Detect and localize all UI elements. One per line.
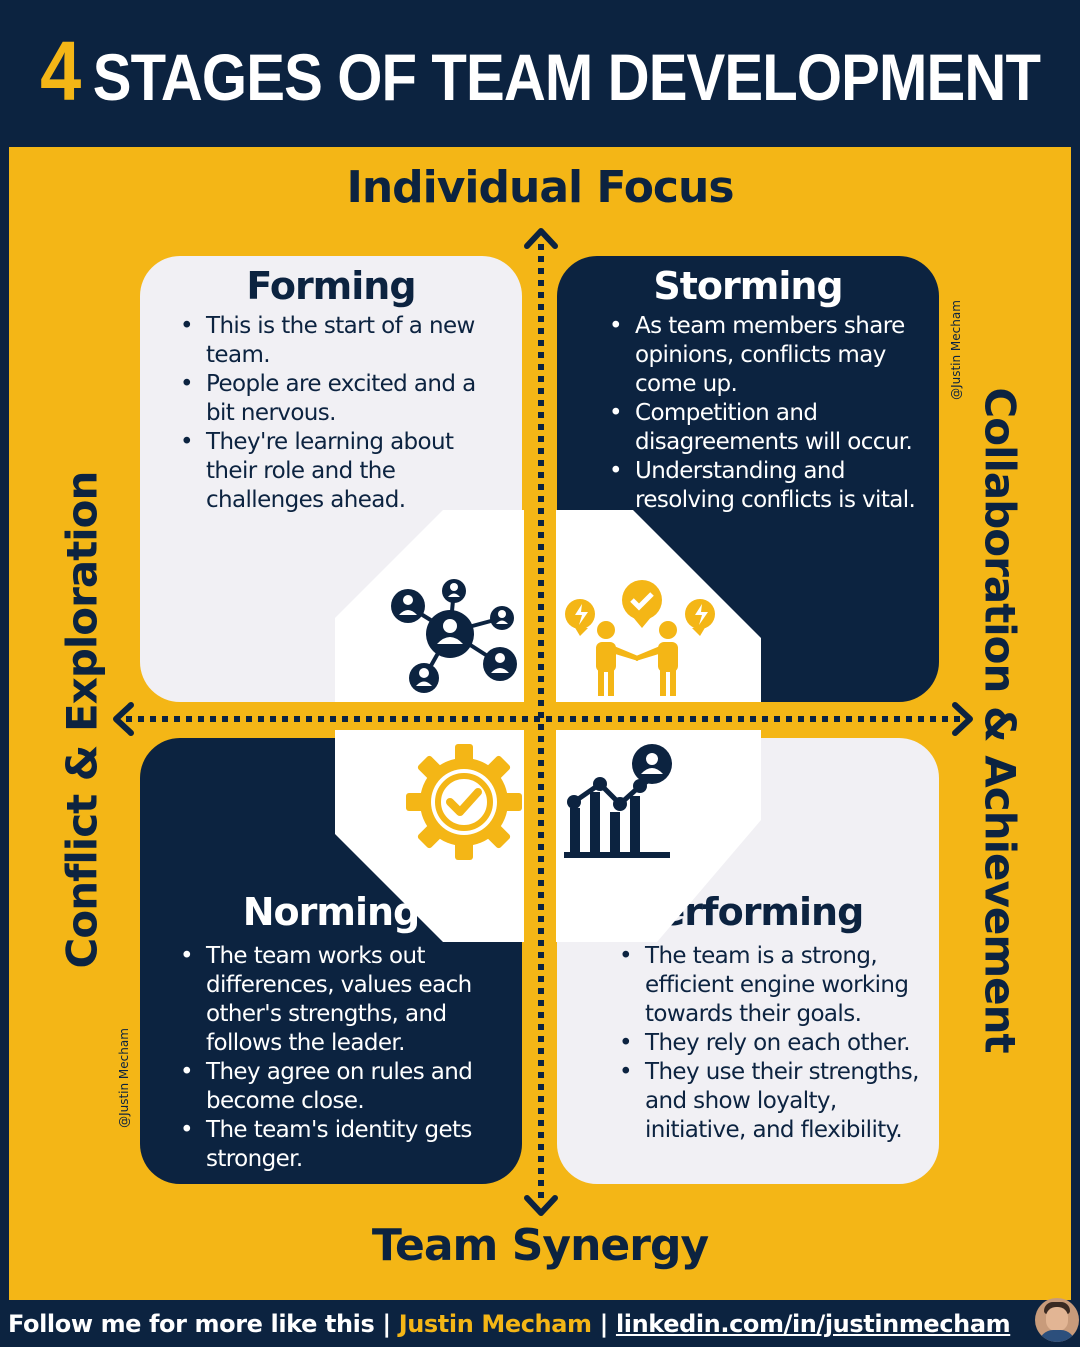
bullet-item: They're learning about their role and th… <box>180 428 510 515</box>
footer-linkedin-link[interactable]: linkedin.com/in/justinmecham <box>615 1310 1011 1338</box>
title-number: 4 <box>40 23 81 118</box>
bullet-item: The team is a strong, efficient engine w… <box>619 942 939 1029</box>
bullet-item: The team's identity gets stronger. <box>180 1116 520 1174</box>
footer-prefix: Follow me for more like this <box>8 1310 375 1338</box>
footer-author-name: Justin Mecham <box>398 1310 592 1338</box>
bullet-item: They use their strengths, and show loyal… <box>619 1058 939 1145</box>
quadrant-title-forming: Forming <box>246 264 416 308</box>
footer-text: Follow me for more like this | Justin Me… <box>8 1310 1011 1338</box>
bullet-list-performing: The team is a strong, efficient engine w… <box>619 942 939 1145</box>
bullet-list-norming: The team works out differences, values e… <box>180 942 520 1174</box>
bullet-item: They agree on rules and become close. <box>180 1058 520 1116</box>
axis-label-top: Individual Focus <box>346 162 734 213</box>
growth-chart-icon <box>564 744 672 858</box>
quadrant-title-storming: Storming <box>653 264 843 308</box>
arrow-left-icon <box>113 702 134 736</box>
arrow-down-icon <box>524 1195 558 1216</box>
footer-bar: Follow me for more like this | Justin Me… <box>0 1300 1080 1347</box>
network-people-icon <box>391 579 517 693</box>
conflict-people-icon <box>565 580 715 696</box>
check-mark <box>630 592 654 611</box>
bullet-list-storming: As team members share opinions, conflict… <box>609 312 929 515</box>
axis-label-right: Collaboration & Achievement <box>975 387 1025 1053</box>
bullet-item: Understanding and resolving conflicts is… <box>609 457 929 515</box>
axis-label-left: Conflict & Exploration <box>57 471 107 969</box>
bullet-item: This is the start of a new team. <box>180 312 510 370</box>
bullet-item: They rely on each other. <box>619 1029 939 1058</box>
axis-label-bottom: Team Synergy <box>371 1220 709 1271</box>
bullet-item: People are excited and a bit nervous. <box>180 370 510 428</box>
watermark-right: @Justin Mecham <box>949 300 963 400</box>
bullet-item: As team members share opinions, conflict… <box>609 312 929 399</box>
bullet-list-forming: This is the start of a new team. People … <box>180 312 510 515</box>
watermark-left: @Justin Mecham <box>117 1028 131 1128</box>
quadrant-title-norming: Norming <box>242 890 421 934</box>
bullet-item: The team works out differences, values e… <box>180 942 520 1058</box>
arrow-up-icon <box>524 228 558 249</box>
footer-separator: | <box>382 1310 391 1338</box>
gear-check-icon <box>406 744 522 860</box>
title-text: STAGES OF TEAM DEVELOPMENT <box>92 39 1041 114</box>
avatar <box>1035 1298 1079 1342</box>
arrow-right-icon <box>952 702 973 736</box>
footer-separator: | <box>599 1310 609 1338</box>
bullet-item: Competition and disagreements will occur… <box>609 399 929 457</box>
